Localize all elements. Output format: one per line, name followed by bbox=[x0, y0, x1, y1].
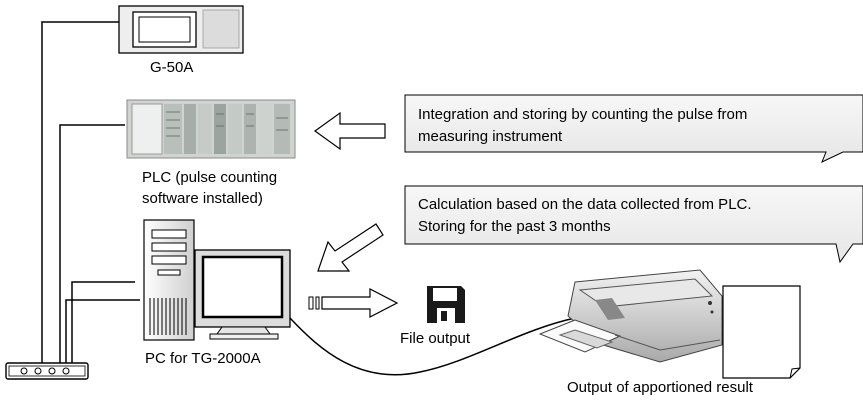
pc-note-box bbox=[404, 185, 863, 264]
cable-pc bbox=[65, 299, 140, 363]
file-output-label: File output bbox=[400, 330, 471, 347]
plc-note-box bbox=[404, 94, 863, 164]
g50a-controller-icon bbox=[118, 5, 244, 54]
right-arrow-icon bbox=[308, 288, 399, 318]
left-arrow-icon bbox=[313, 111, 386, 151]
plc-rack-icon bbox=[126, 99, 296, 159]
plc-note-line1: Integration and storing by counting the … bbox=[418, 106, 748, 123]
monitor-icon bbox=[194, 249, 291, 340]
pc-label: PC for TG-2000A bbox=[145, 350, 261, 367]
plc-label-line1: PLC (pulse counting bbox=[142, 169, 278, 186]
pc-tower-icon bbox=[143, 219, 195, 341]
plc-note-line2: measuring instrument bbox=[418, 128, 563, 145]
diagonal-arrow-icon bbox=[317, 223, 384, 272]
printer-icon bbox=[538, 269, 723, 363]
floppy-disk-icon bbox=[427, 286, 465, 323]
pc-note-line1: Calculation based on the data collected … bbox=[418, 196, 752, 213]
network-hub-icon bbox=[5, 362, 89, 380]
pc-note-line2: Storing for the past 3 months bbox=[418, 218, 611, 235]
printer-output-label: Output of apportioned result bbox=[567, 379, 753, 396]
cable-g50a bbox=[41, 21, 119, 363]
paper-sheet-icon bbox=[722, 285, 801, 379]
cable-printer bbox=[289, 317, 576, 376]
cable-plc bbox=[59, 124, 125, 363]
cable-pc-2 bbox=[71, 281, 135, 363]
g50a-label: G-50A bbox=[150, 59, 194, 76]
network-cables bbox=[41, 21, 576, 376]
plc-label-line2: software installed) bbox=[142, 190, 263, 207]
